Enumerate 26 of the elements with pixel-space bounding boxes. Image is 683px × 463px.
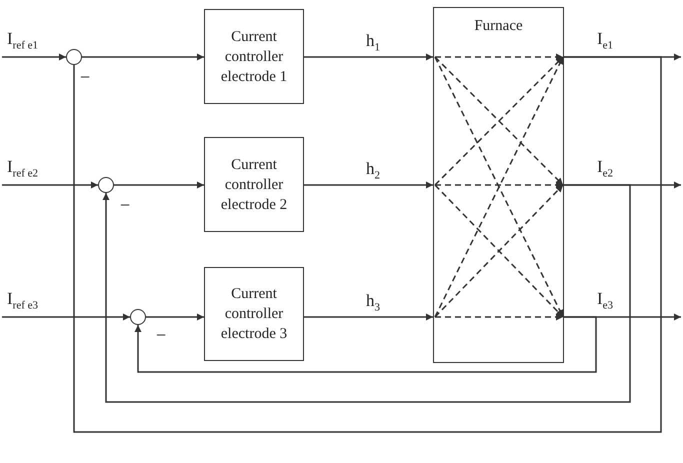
summing-junction xyxy=(66,49,82,65)
minus-sign: − xyxy=(80,68,90,86)
block-label: Furnace xyxy=(473,17,524,36)
signal-arrow xyxy=(114,182,204,188)
minus-sign: − xyxy=(120,196,130,214)
block-label: Current controller electrode 2 xyxy=(220,156,288,214)
feedback-line xyxy=(134,316,597,373)
controller-block xyxy=(204,267,304,361)
signal-arrow xyxy=(2,182,98,188)
signal-arrow xyxy=(2,314,130,320)
feedback-line xyxy=(73,56,662,433)
signal-arrow xyxy=(304,182,433,188)
feedback-line xyxy=(102,184,631,403)
furnace-block xyxy=(433,7,564,363)
controller-block xyxy=(204,137,304,232)
summing-junction xyxy=(130,309,146,325)
signal-arrow xyxy=(2,54,66,60)
minus-sign: − xyxy=(156,326,166,344)
block-label: Current controller electrode 1 xyxy=(220,28,288,86)
signal-arrow xyxy=(146,314,204,320)
signal-arrow xyxy=(304,54,433,60)
controller-block xyxy=(204,9,304,104)
block-label: Current controller electrode 3 xyxy=(220,285,288,344)
summing-junction xyxy=(98,177,114,193)
signal-arrow xyxy=(304,314,433,320)
signal-arrow xyxy=(82,54,204,60)
